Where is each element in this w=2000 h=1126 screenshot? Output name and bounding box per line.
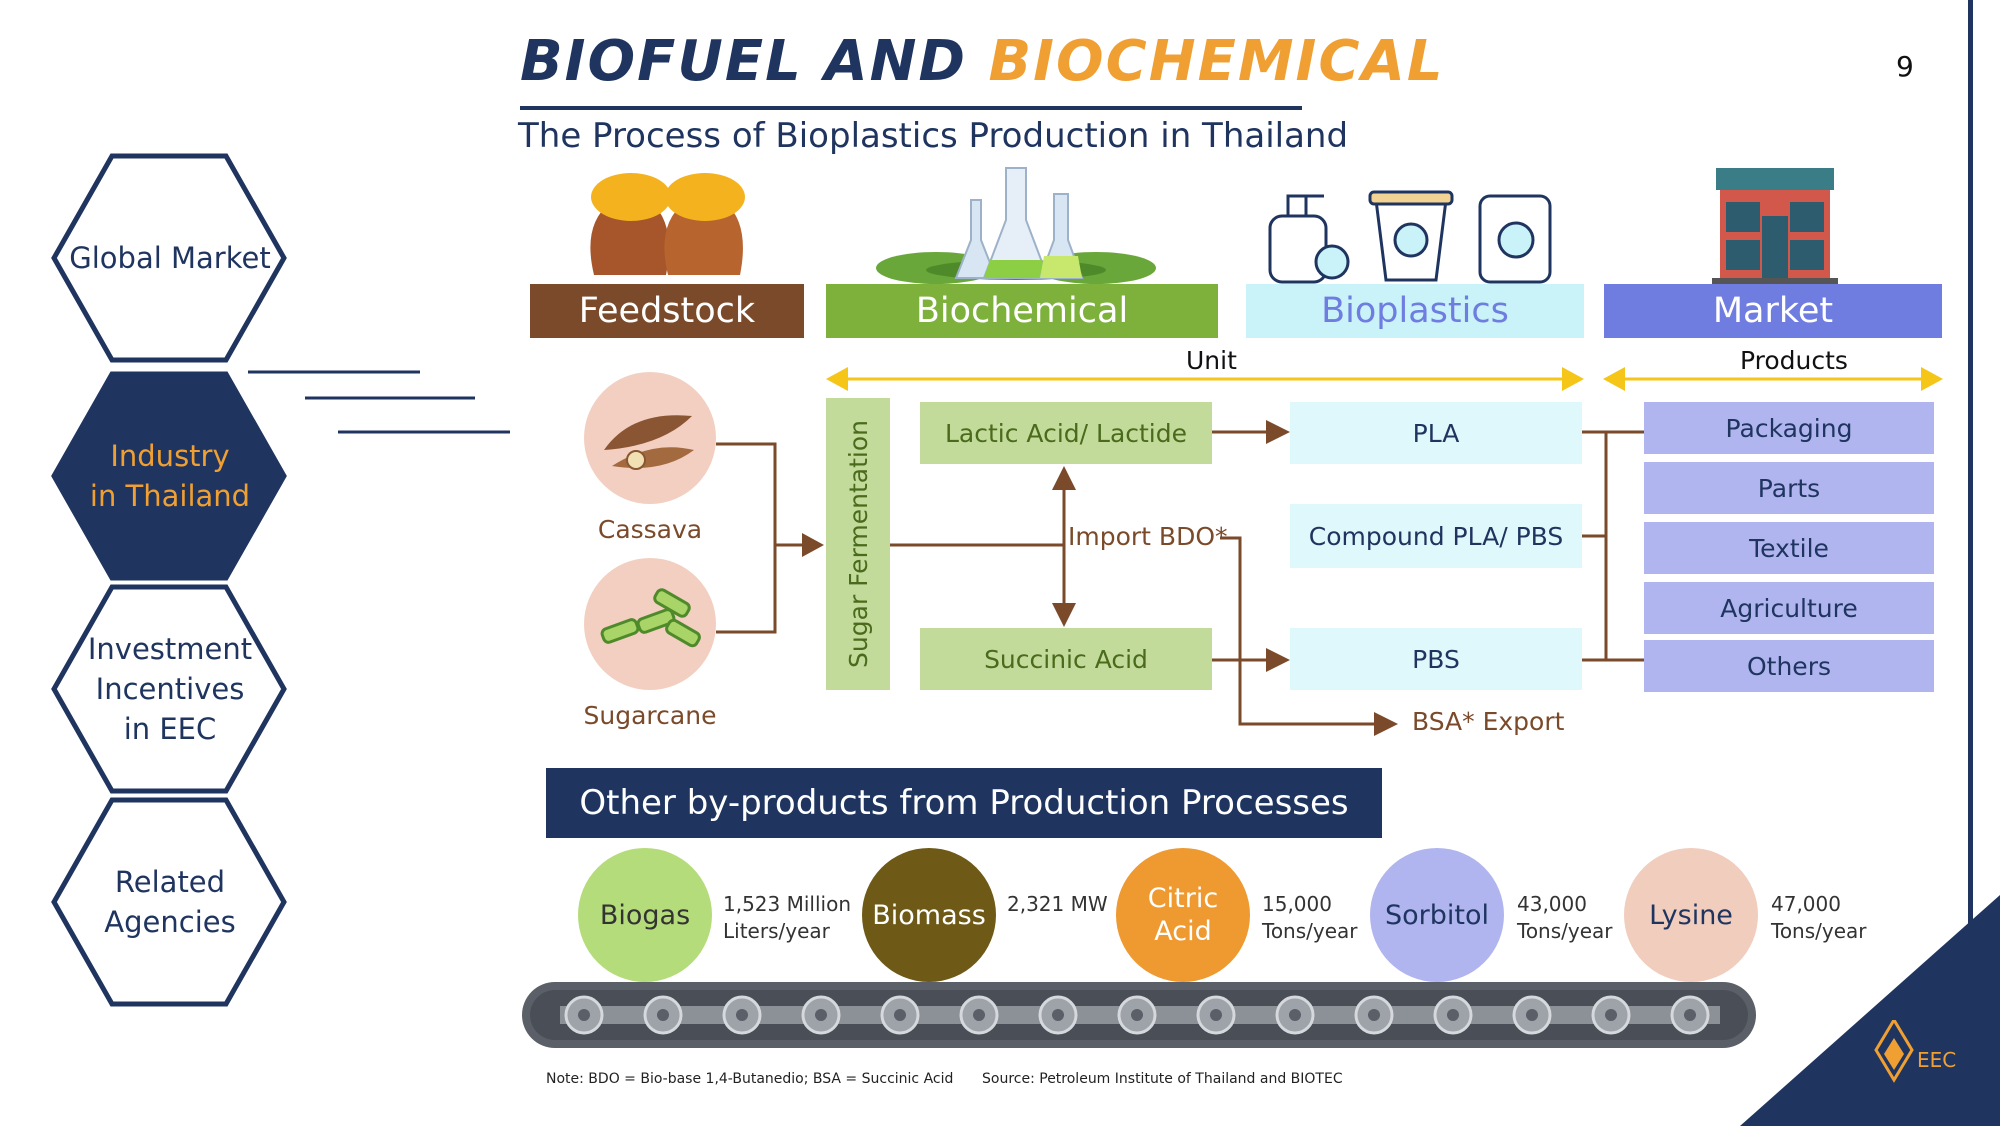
stage-feedstock: Feedstock: [530, 284, 804, 338]
sorbitol-value: 43,000 Tons/year: [1517, 892, 1613, 943]
feed-to-ferment-arrow: [802, 533, 824, 557]
conveyor-wheel-hub: [1447, 1009, 1459, 1021]
title-underline: [520, 106, 1302, 110]
nav-hex-investment-incentives[interactable]: [50, 583, 290, 795]
subtitle: The Process of Bioplastics Production in…: [518, 116, 1349, 156]
conveyor-wheel-hub: [1052, 1009, 1064, 1021]
byproduct-lysine: Lysine: [1624, 848, 1758, 982]
product-agriculture: Agriculture: [1644, 582, 1934, 634]
byproduct-biomass: Biomass: [862, 848, 996, 982]
product-textile: Textile: [1644, 522, 1934, 574]
market-store-icon: [1712, 168, 1838, 284]
byproducts-header: Other by-products from Production Proces…: [546, 768, 1382, 838]
stage-biochemical: Biochemical: [826, 284, 1218, 338]
unit-label: Unit: [1186, 346, 1237, 375]
cassava-icon: [584, 372, 716, 504]
nav-hex-global-market[interactable]: [50, 152, 290, 364]
nav-label-global-market[interactable]: Global Market: [69, 241, 271, 275]
source-note: Source: Petroleum Institute of Thailand …: [982, 1071, 1343, 1087]
export-arrow: [1374, 712, 1398, 736]
byproduct-sorbitol: Sorbitol: [1370, 848, 1504, 982]
biogas-value: 1,523 Million Liters/year: [723, 892, 852, 943]
nav-hex-related-agencies[interactable]: [50, 796, 290, 1008]
title-part-2: BIOCHEMICAL: [988, 29, 1445, 94]
feedstock-sacks-icon: [590, 173, 745, 275]
import-bdo-label: Import BDO*: [1068, 522, 1228, 551]
pla-box: PLA: [1290, 402, 1582, 464]
footnote: Note: BDO = Bio-base 1,4-Butanedio; BSA …: [546, 1071, 954, 1087]
title: BIOFUEL AND BIOCHEMICAL: [520, 28, 1445, 96]
citric-acid-value: 15,000 Tons/year: [1262, 892, 1358, 943]
biomass-value: 2,321 MW: [1007, 892, 1108, 916]
right-edge-stripe: [1968, 0, 1973, 1126]
eec-logo-text: EEC: [1917, 1048, 1957, 1072]
products-arrow-right: [1921, 367, 1943, 391]
byproduct-biogas: Biogas: [578, 848, 712, 982]
page-number: 9: [1896, 50, 1914, 83]
sugarcane-icon: [584, 558, 716, 690]
nav-hex-industry-thailand[interactable]: [50, 370, 290, 582]
products-label: Products: [1740, 346, 1848, 375]
eec-logo-icon: [1874, 1020, 1914, 1083]
bioplastics-containers-icon: [1268, 190, 1552, 284]
unit-arrow-right: [1562, 367, 1584, 391]
cassava-label: Cassava: [597, 514, 703, 544]
conveyor-wheel-hub: [1526, 1009, 1538, 1021]
lysine-value: 47,000 Tons/year: [1771, 892, 1867, 943]
sugar-fermentation-label: Sugar Fermentation: [843, 420, 873, 668]
nav-label-investment-incentives[interactable]: Investment Incentives in EEC: [87, 632, 253, 746]
conveyor-wheel-hub: [1368, 1009, 1380, 1021]
succinic-to-pbs-arrow: [1266, 648, 1290, 672]
product-parts: Parts: [1644, 462, 1934, 514]
lactic-acid-box: Lactic Acid/ Lactide: [920, 402, 1212, 464]
up-arrow: [1052, 466, 1076, 490]
stage-bioplastics: Bioplastics: [1246, 284, 1584, 338]
sugar-fermentation-box: Sugar Fermentation: [826, 398, 890, 690]
nav-label-related-agencies[interactable]: Related Agencies: [104, 865, 236, 939]
conveyor-wheel-hub: [815, 1009, 827, 1021]
conveyor-wheel-hub: [1210, 1009, 1222, 1021]
down-arrow: [1052, 603, 1076, 627]
lab-flask-icon: [876, 167, 1156, 284]
conveyor-wheel-hub: [894, 1009, 906, 1021]
unit-arrow-left: [826, 367, 848, 391]
byproduct-citric-acid: Citric Acid: [1116, 848, 1250, 982]
conveyor-wheel-hub: [1289, 1009, 1301, 1021]
product-others: Others: [1644, 640, 1934, 692]
product-packaging: Packaging: [1644, 402, 1934, 454]
conveyor-wheel-hub: [1131, 1009, 1143, 1021]
stage-market: Market: [1604, 284, 1942, 338]
products-arrow-left: [1603, 367, 1625, 391]
pbs-box: PBS: [1290, 628, 1582, 690]
corner-triangle: [1740, 895, 2000, 1126]
conveyor-wheel-hub: [578, 1009, 590, 1021]
succinic-acid-box: Succinic Acid: [920, 628, 1212, 690]
title-part-1: BIOFUEL AND: [520, 29, 967, 94]
lactic-to-pla-arrow: [1266, 420, 1290, 444]
conveyor-wheel-hub: [1684, 1009, 1696, 1021]
compound-pla-pbs-box: Compound PLA/ PBS: [1290, 504, 1582, 568]
conveyor-wheel-hub: [1605, 1009, 1617, 1021]
nav-label-industry-thailand[interactable]: Industry in Thailand: [89, 439, 251, 513]
bsa-export-label: BSA* Export: [1412, 707, 1565, 736]
conveyor-wheel-hub: [973, 1009, 985, 1021]
sugarcane-label: Sugarcane: [583, 700, 717, 730]
conveyor-wheel-hub: [657, 1009, 669, 1021]
conveyor-wheel-hub: [736, 1009, 748, 1021]
